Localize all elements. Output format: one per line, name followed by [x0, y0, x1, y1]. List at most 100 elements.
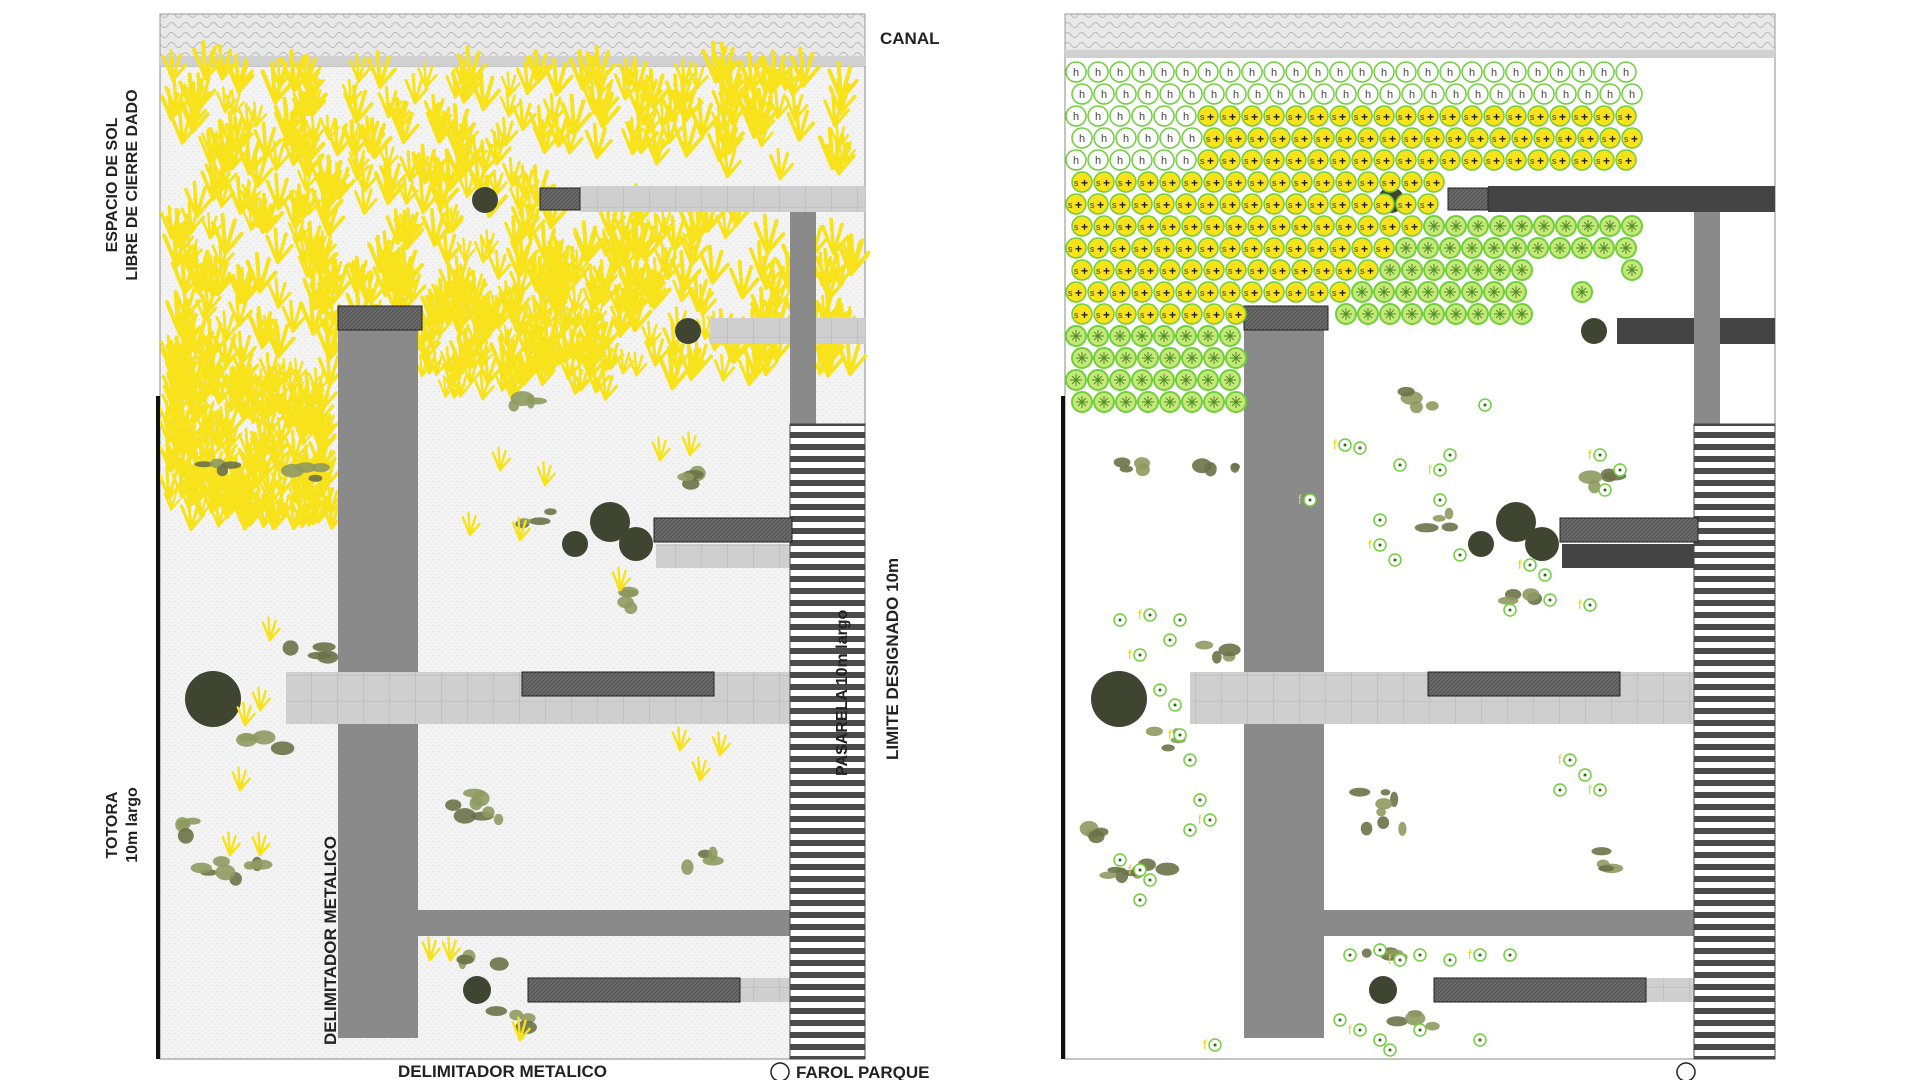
svg-text:s: s [1360, 178, 1365, 188]
planting-symbol: s+ [1263, 105, 1285, 127]
svg-text:+: + [1169, 264, 1176, 278]
planting-symbol: h [1401, 83, 1423, 105]
planting-symbol [1071, 391, 1093, 413]
svg-text:s: s [1266, 112, 1271, 122]
svg-text:s: s [1442, 156, 1447, 166]
espacio-label-line2: LIBRE DE CIERRE DADO [124, 89, 141, 280]
small-plant [1143, 873, 1157, 887]
svg-text:+: + [1235, 220, 1242, 234]
svg-text:h: h [1095, 67, 1101, 79]
planting-symbol: h [1131, 105, 1153, 127]
planting-symbol: h [1351, 61, 1373, 83]
svg-text:s: s [1288, 200, 1293, 210]
planting-symbol [1131, 325, 1153, 347]
svg-text:+: + [1213, 308, 1220, 322]
reed-mark [461, 511, 481, 537]
reed-mark [546, 288, 568, 316]
svg-text:s: s [1360, 266, 1365, 276]
svg-text:+: + [1323, 220, 1330, 234]
planting-symbol: s+ [1373, 149, 1395, 171]
f-mark: f [1588, 782, 1592, 797]
svg-text:h: h [1073, 67, 1079, 79]
reed-mark [561, 245, 592, 286]
planting-symbol: s+ [1269, 215, 1291, 237]
reed-mark [611, 311, 632, 338]
walkway-right-vert-right [1694, 212, 1720, 424]
planting-symbol: h [1357, 83, 1379, 105]
svg-text:s: s [1096, 266, 1101, 276]
f-mark: f [1298, 492, 1302, 507]
svg-text:h: h [1205, 67, 1211, 79]
reed-mark [257, 460, 284, 496]
svg-text:s: s [1310, 156, 1315, 166]
svg-text:+: + [1207, 110, 1214, 124]
planting-symbol [1197, 325, 1219, 347]
svg-text:+: + [1295, 286, 1302, 300]
planting-symbol: s+ [1159, 171, 1181, 193]
planting-symbol: s+ [1417, 105, 1439, 127]
stone [1405, 1011, 1426, 1026]
svg-text:h: h [1183, 67, 1189, 79]
planting-symbol [1555, 215, 1577, 237]
svg-text:+: + [1273, 242, 1280, 256]
svg-text:+: + [1185, 198, 1192, 212]
planting-symbol: h [1175, 149, 1197, 171]
planting-symbol: s+ [1263, 193, 1285, 215]
svg-text:s: s [1442, 112, 1447, 122]
small-plant [1353, 1023, 1367, 1037]
reed-mark [315, 259, 342, 294]
planting-symbol [1417, 281, 1439, 303]
planting-symbol: s+ [1269, 171, 1291, 193]
svg-text:s: s [1162, 310, 1167, 320]
reed-mark [244, 150, 274, 188]
svg-text:s: s [1624, 134, 1629, 144]
planting-symbol [1203, 391, 1225, 413]
planting-symbol: s+ [1423, 127, 1445, 149]
planting-symbol [1461, 281, 1483, 303]
svg-text:+: + [1515, 110, 1522, 124]
walkway-bench-pad-right [1562, 544, 1694, 568]
reed-mark [240, 185, 261, 212]
planting-symbol: s+ [1087, 193, 1109, 215]
planting-symbol: s+ [1593, 105, 1615, 127]
pasarela-left [789, 423, 866, 1060]
planting-symbol [1483, 281, 1505, 303]
svg-text:s: s [1118, 178, 1123, 188]
planting-symbol [1467, 259, 1489, 281]
svg-text:+: + [1081, 308, 1088, 322]
planting-symbol: s+ [1219, 105, 1241, 127]
small-plant [1373, 1033, 1387, 1047]
stone [445, 799, 462, 811]
f-mark: f [1578, 597, 1582, 612]
small-plant [1133, 648, 1147, 662]
small-plant [1433, 463, 1447, 477]
planting-symbol: s+ [1445, 127, 1467, 149]
svg-text:+: + [1361, 110, 1368, 124]
stone [1591, 847, 1612, 856]
svg-text:s: s [1382, 178, 1387, 188]
planting-symbol: h [1291, 83, 1313, 105]
svg-text:+: + [1515, 154, 1522, 168]
planting-symbol: s+ [1219, 149, 1241, 171]
svg-text:+: + [1493, 154, 1500, 168]
small-plant [1183, 823, 1197, 837]
planting-symbol: h [1313, 83, 1335, 105]
svg-text:s: s [1602, 134, 1607, 144]
reed-mark [451, 314, 470, 338]
planting-symbol: s+ [1115, 171, 1137, 193]
planting-symbol: s+ [1175, 281, 1197, 303]
svg-text:s: s [1228, 222, 1233, 232]
svg-text:h: h [1145, 89, 1151, 101]
reed-mark [751, 119, 774, 148]
walkway-bottom-pad-left [740, 978, 790, 1002]
planting-symbol: h [1241, 61, 1263, 83]
reed-mark [495, 116, 519, 147]
reed-mark [551, 341, 570, 366]
svg-text:s: s [1200, 156, 1205, 166]
small-plant [1343, 948, 1357, 962]
svg-text:+: + [1477, 132, 1484, 146]
stone [1398, 821, 1407, 836]
planting-symbol: s+ [1137, 171, 1159, 193]
stone [618, 586, 639, 598]
walkway-bottom-right [1324, 910, 1694, 936]
